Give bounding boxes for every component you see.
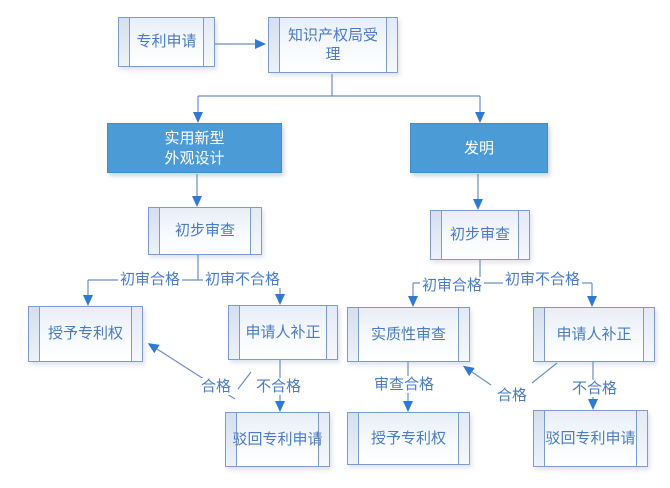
node-preliminary-exam-left: 初步审查 xyxy=(148,207,262,255)
node-label: 驳回专利申请 xyxy=(545,428,636,447)
node-preliminary-exam-right: 初步审查 xyxy=(430,210,530,260)
node-applicant-correction-right: 申请人补正 xyxy=(533,307,655,362)
edge-label-unqualified-right: 不合格 xyxy=(570,379,620,398)
node-label: 知识产权局受理 xyxy=(287,25,378,64)
edge-label-prelim-pass-right: 初审合格 xyxy=(420,276,485,295)
edge-qualified-left-stub xyxy=(237,371,252,390)
node-label: 实用新型 外观设计 xyxy=(164,128,225,167)
node-label: 申请人补正 xyxy=(556,324,632,343)
edge-label-prelim-fail-right: 初审不合格 xyxy=(503,270,583,289)
node-ipo-acceptance: 知识产权局受理 xyxy=(268,17,398,73)
node-label: 申请人补正 xyxy=(245,322,321,341)
node-grant-patent-left: 授予专利权 xyxy=(28,306,143,362)
node-invention: 发明 xyxy=(410,123,548,173)
edge-label-qualified-right: 合格 xyxy=(495,386,530,405)
node-label: 实质性审查 xyxy=(370,324,446,343)
node-patent-application: 专利申请 xyxy=(118,17,215,67)
edge-label-prelim-pass-left: 初审合格 xyxy=(118,270,183,289)
node-label: 授予专利权 xyxy=(47,324,123,343)
edge-qualified-to-substantive xyxy=(462,365,492,386)
edge-label-qualified-left: 合格 xyxy=(199,377,234,396)
node-reject-application-left: 驳回专利申请 xyxy=(225,412,330,467)
node-applicant-correction-left: 申请人补正 xyxy=(228,305,338,360)
node-label: 专利申请 xyxy=(136,32,197,51)
edge-label-exam-pass: 审查合格 xyxy=(372,375,437,394)
node-grant-patent-bottom: 授予专利权 xyxy=(347,412,470,465)
node-label: 授予专利权 xyxy=(370,428,446,447)
node-label: 初步审查 xyxy=(174,221,235,240)
edge-qualified-right-stub xyxy=(531,362,558,384)
node-label: 发明 xyxy=(463,138,494,157)
node-label: 初步审查 xyxy=(449,225,510,244)
node-substantive-exam: 实质性审查 xyxy=(347,307,470,362)
node-reject-application-right: 驳回专利申请 xyxy=(533,410,648,467)
edge-label-prelim-fail-left: 初审不合格 xyxy=(203,270,283,289)
node-utility-model-design: 实用新型 外观设计 xyxy=(107,123,282,173)
node-label: 驳回专利申请 xyxy=(232,429,323,448)
edge-label-unqualified-left: 不合格 xyxy=(254,377,304,396)
